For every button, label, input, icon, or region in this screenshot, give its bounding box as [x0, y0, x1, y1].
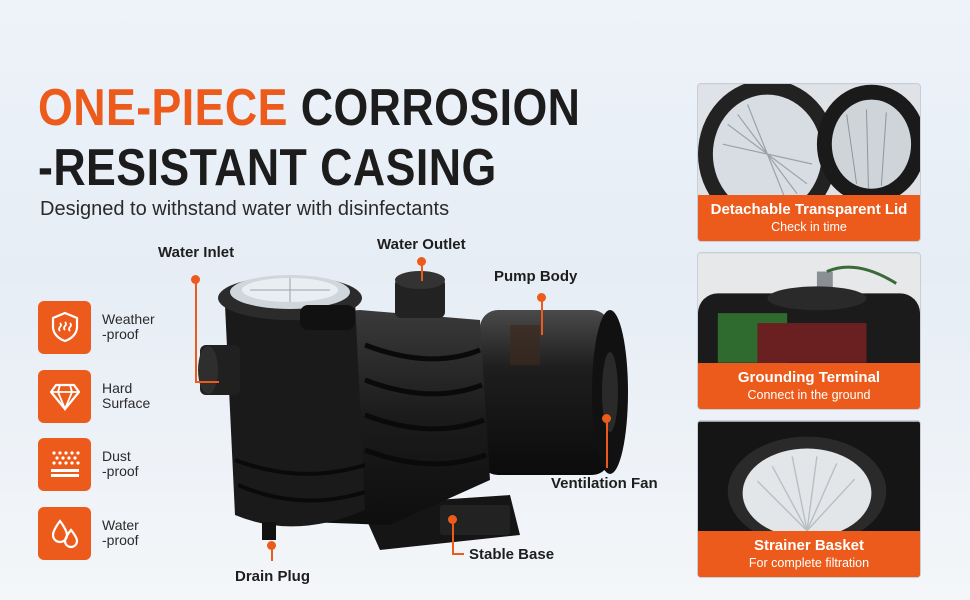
card-strainer-basket: Strainer Basket For complete filtration	[697, 420, 921, 578]
feature-label-1b: -proof	[102, 326, 139, 342]
feature-label-2b: Surface	[102, 395, 151, 411]
card-subtitle-lid: Check in time	[771, 220, 847, 234]
water-drops-icon	[38, 506, 91, 560]
headline: ONE-PIECE CORROSION -RESISTANT CASING	[38, 78, 580, 198]
headline-line1-rest: CORROSION	[300, 79, 581, 137]
callout-line-base-v	[452, 519, 454, 555]
callout-line-base-h	[452, 553, 464, 555]
card-title-basket: Strainer Basket	[753, 537, 865, 554]
card-transparent-lid: Detachable Transparent Lid Check in time	[697, 83, 921, 242]
diamond-icon	[38, 369, 91, 423]
feature-weatherproof: Weather-proof	[38, 300, 188, 354]
callout-line-inlet-v	[195, 279, 197, 383]
card-grounding-terminal: Grounding Terminal Connect in the ground	[697, 252, 921, 410]
card-title-ground: Grounding Terminal	[737, 369, 881, 386]
callout-water-inlet: Water Inlet	[158, 244, 235, 261]
weatherproof-icon	[38, 300, 91, 354]
feature-label-4a: Water	[102, 517, 139, 533]
callout-line-fan	[606, 418, 608, 468]
card-subtitle-basket: For complete filtration	[748, 556, 870, 570]
pool-pump-image	[198, 271, 628, 550]
feature-waterproof: Water-proof	[38, 506, 188, 560]
card-band-lid: Detachable Transparent Lid Check in time	[698, 195, 920, 241]
callout-line-drain	[271, 545, 273, 561]
feature-label-1a: Weather	[102, 311, 155, 327]
subtitle: Designed to withstand water with disinfe…	[40, 198, 450, 220]
headline-line2: -RESISTANT CASING	[38, 139, 497, 197]
headline-accent: ONE-PIECE	[38, 79, 288, 137]
card-title-lid: Detachable Transparent Lid	[710, 201, 908, 218]
callout-line-inlet-h	[195, 381, 219, 383]
callout-drain-plug: Drain Plug	[235, 568, 311, 585]
callout-stable-base: Stable Base	[469, 546, 555, 563]
card-subtitle-ground: Connect in the ground	[747, 388, 871, 402]
feature-label-3b: -proof	[102, 463, 139, 479]
callout-line-pump-body	[541, 297, 543, 335]
dust-icon	[38, 437, 91, 491]
callout-water-outlet: Water Outlet	[377, 236, 466, 253]
feature-label-2a: Hard	[102, 380, 133, 396]
card-band-ground: Grounding Terminal Connect in the ground	[698, 363, 920, 409]
feature-dustproof: Dust-proof	[38, 437, 188, 491]
callout-line-outlet	[421, 261, 423, 281]
feature-label-3a: Dust	[102, 448, 131, 464]
card-band-basket: Strainer Basket For complete filtration	[698, 531, 920, 577]
callout-ventilation-fan: Ventilation Fan	[551, 475, 658, 492]
callout-pump-body: Pump Body	[494, 268, 578, 285]
feature-label-4b: -proof	[102, 532, 139, 548]
